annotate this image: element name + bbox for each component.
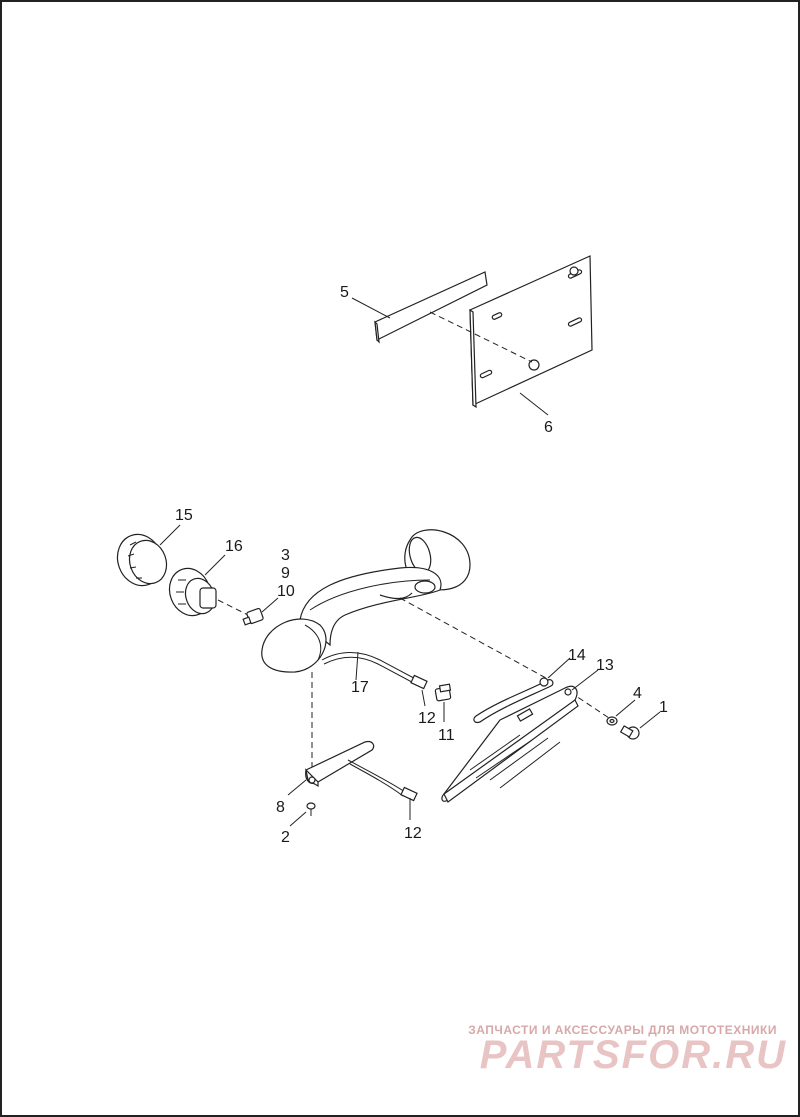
- leader-bar-bracket-dash: [399, 597, 547, 679]
- part-screw: [306, 802, 316, 816]
- callout-15: 15: [175, 507, 193, 524]
- callout-12-upper: 12: [418, 710, 436, 727]
- watermark-brand: PARTSFOR.RU: [480, 1033, 787, 1077]
- leader-5-6-dash: [429, 311, 533, 363]
- leader-bolt-dash: [569, 691, 613, 721]
- callout-4: 4: [633, 685, 642, 702]
- callout-6: 6: [544, 419, 553, 436]
- callout-1: 1: [659, 699, 668, 716]
- callout-2: 2: [281, 829, 290, 846]
- callout-5: 5: [340, 284, 349, 301]
- part-bulb-socket: [168, 567, 217, 617]
- part-bolt: [619, 725, 640, 740]
- leader-16-dash: [217, 599, 249, 616]
- callout-10: 10: [277, 583, 295, 600]
- callout-9: 9: [281, 565, 290, 582]
- callout-8: 8: [276, 799, 285, 816]
- part-license-plate: [469, 255, 593, 409]
- callout-13: 13: [596, 657, 614, 674]
- part-connector-small: [242, 607, 264, 626]
- part-lens-ring: [116, 533, 168, 587]
- part-turn-signal-assembly: [261, 529, 471, 690]
- part-mounting-bracket: [441, 685, 579, 803]
- callout-14: 14: [568, 647, 586, 664]
- part-reflector-strip: [374, 271, 488, 344]
- part-connector-11: [434, 683, 452, 702]
- watermark-subtitle: ЗАПЧАСТИ И АКСЕССУАРЫ ДЛЯ МОТОТЕХНИКИ: [468, 1023, 777, 1037]
- callout-leaders: [159, 297, 661, 827]
- callout-11: 11: [438, 727, 455, 744]
- part-license-lamp: [305, 740, 418, 802]
- part-washer: [606, 716, 618, 726]
- callout-3: 3: [281, 547, 290, 564]
- callout-16: 16: [225, 538, 243, 555]
- part-gasket: [473, 677, 554, 724]
- callout-12-lower: 12: [404, 825, 422, 842]
- callout-17: 17: [351, 679, 369, 696]
